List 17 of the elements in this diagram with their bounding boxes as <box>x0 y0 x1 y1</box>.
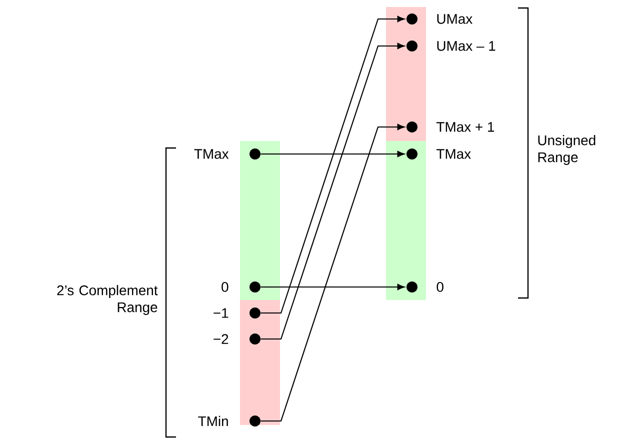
value-label: 0 <box>436 282 444 292</box>
value-label: TMax + 1 <box>436 122 494 132</box>
value-label: TMax <box>436 149 471 159</box>
arrow <box>260 42 405 340</box>
arrow <box>260 16 405 314</box>
value-label: −2 <box>214 334 228 344</box>
arrow <box>260 284 405 290</box>
value-label: −1 <box>214 308 228 318</box>
value-label: UMax – 1 <box>437 41 496 51</box>
value-label: TMin <box>198 416 228 426</box>
arrow <box>260 124 405 422</box>
arrow <box>260 150 405 158</box>
range-label: 2’s Complement Range <box>57 285 158 315</box>
value-label: 0 <box>222 282 228 292</box>
value-label: UMax <box>437 14 472 24</box>
range-label: Unsigned Range <box>538 135 596 165</box>
value-label: TMax <box>194 149 229 159</box>
